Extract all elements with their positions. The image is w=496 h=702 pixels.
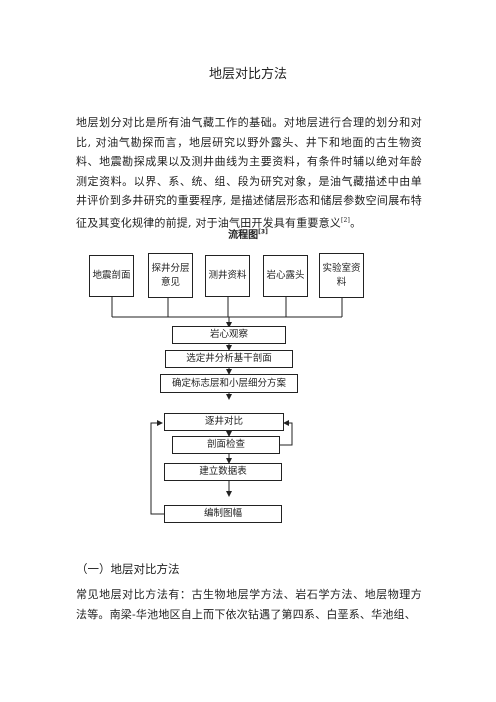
step-core-observation: 岩心观察 [172, 326, 286, 344]
flowchart-title-text: 流程图 [228, 230, 259, 241]
intro-paragraph: 地层划分对比是所有油气藏工作的基础。对地层进行合理的划分和对比, 对油气勘探而言… [76, 113, 422, 233]
step-well-correlation: 逐井对比 [164, 413, 284, 431]
step-select-key-profile: 选定井分析基干剖面 [165, 350, 293, 368]
intro-citation: [2] [341, 216, 351, 224]
step-compile-maps: 编制图幅 [164, 505, 282, 523]
step-build-data-table: 建立数据表 [164, 463, 282, 481]
intro-end: 。 [350, 216, 362, 230]
page-title: 地层对比方法 [208, 67, 287, 82]
source-box-well-layering: 探井分层意见 [148, 253, 193, 298]
step-marker-layer-scheme: 确定标志层和小层细分方案 [160, 374, 298, 393]
step-profile-check: 剖面检查 [172, 436, 280, 454]
source-box-logging: 测井资料 [205, 255, 250, 297]
source-box-core-outcrop: 岩心露头 [263, 255, 308, 297]
section-heading: （一）地层对比方法 [76, 562, 180, 576]
flowchart-citation: [3] [258, 228, 268, 236]
source-box-lab-data: 实验室资料 [319, 253, 364, 298]
source-box-seismic: 地震剖面 [89, 255, 134, 297]
intro-text: 地层划分对比是所有油气藏工作的基础。对地层进行合理的划分和对比, 对油气勘探而言… [76, 116, 422, 230]
body-paragraph: 常见地层对比方法有：古生物地层学方法、岩石学方法、地层物理方法等。南梁-华池地区… [76, 588, 422, 621]
flowchart-title: 流程图[3] [0, 226, 496, 241]
